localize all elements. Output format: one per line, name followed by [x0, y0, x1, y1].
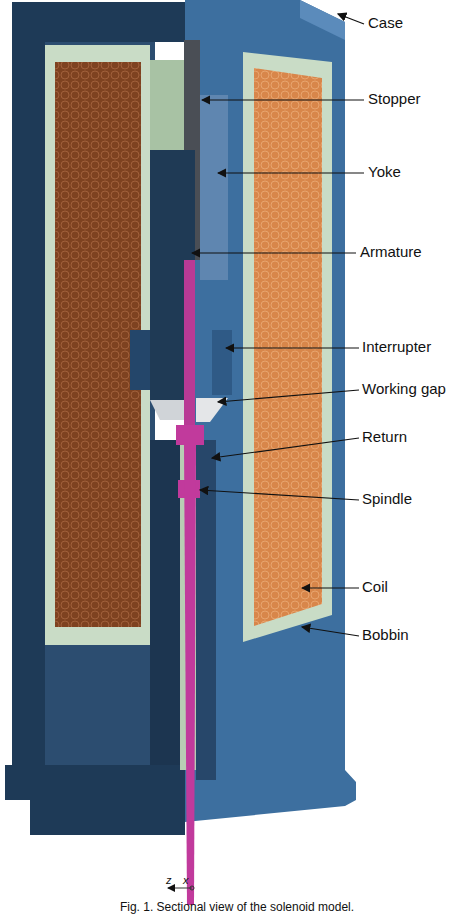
core-gap — [150, 60, 185, 150]
spindle-collar — [176, 425, 204, 445]
part-label: Spindle — [362, 490, 412, 508]
bobbin-right — [243, 52, 332, 642]
part-label: Armature — [360, 243, 422, 261]
part-label: Return — [362, 428, 407, 446]
part-label: Working gap — [362, 380, 446, 398]
case-base — [30, 798, 185, 835]
part-label: Bobbin — [362, 626, 409, 644]
spindle-upper — [184, 260, 195, 430]
part-label: Stopper — [368, 90, 421, 108]
return-left — [150, 440, 180, 765]
axis-symbol — [168, 886, 194, 890]
part-label: Interrupter — [362, 338, 431, 356]
spindle — [184, 445, 196, 905]
bobbin-left — [45, 45, 150, 645]
coil-left — [55, 62, 141, 627]
interrupter-left — [130, 330, 150, 390]
coil-right — [254, 68, 322, 626]
figure-caption: Fig. 1. Sectional view of the solenoid m… — [120, 900, 354, 914]
axis-label: z — [166, 874, 172, 886]
case-right — [185, 0, 356, 822]
part-label: Coil — [362, 578, 388, 596]
interrupter — [212, 330, 232, 395]
yoke — [200, 95, 228, 280]
axis-label: x — [183, 874, 189, 886]
part-label: Case — [368, 14, 403, 32]
part-label: Yoke — [368, 163, 401, 181]
cavity — [45, 42, 155, 765]
case-flange — [5, 765, 185, 800]
case-wall — [12, 2, 45, 782]
case-edge — [300, 0, 345, 40]
leader-lines — [192, 14, 364, 636]
